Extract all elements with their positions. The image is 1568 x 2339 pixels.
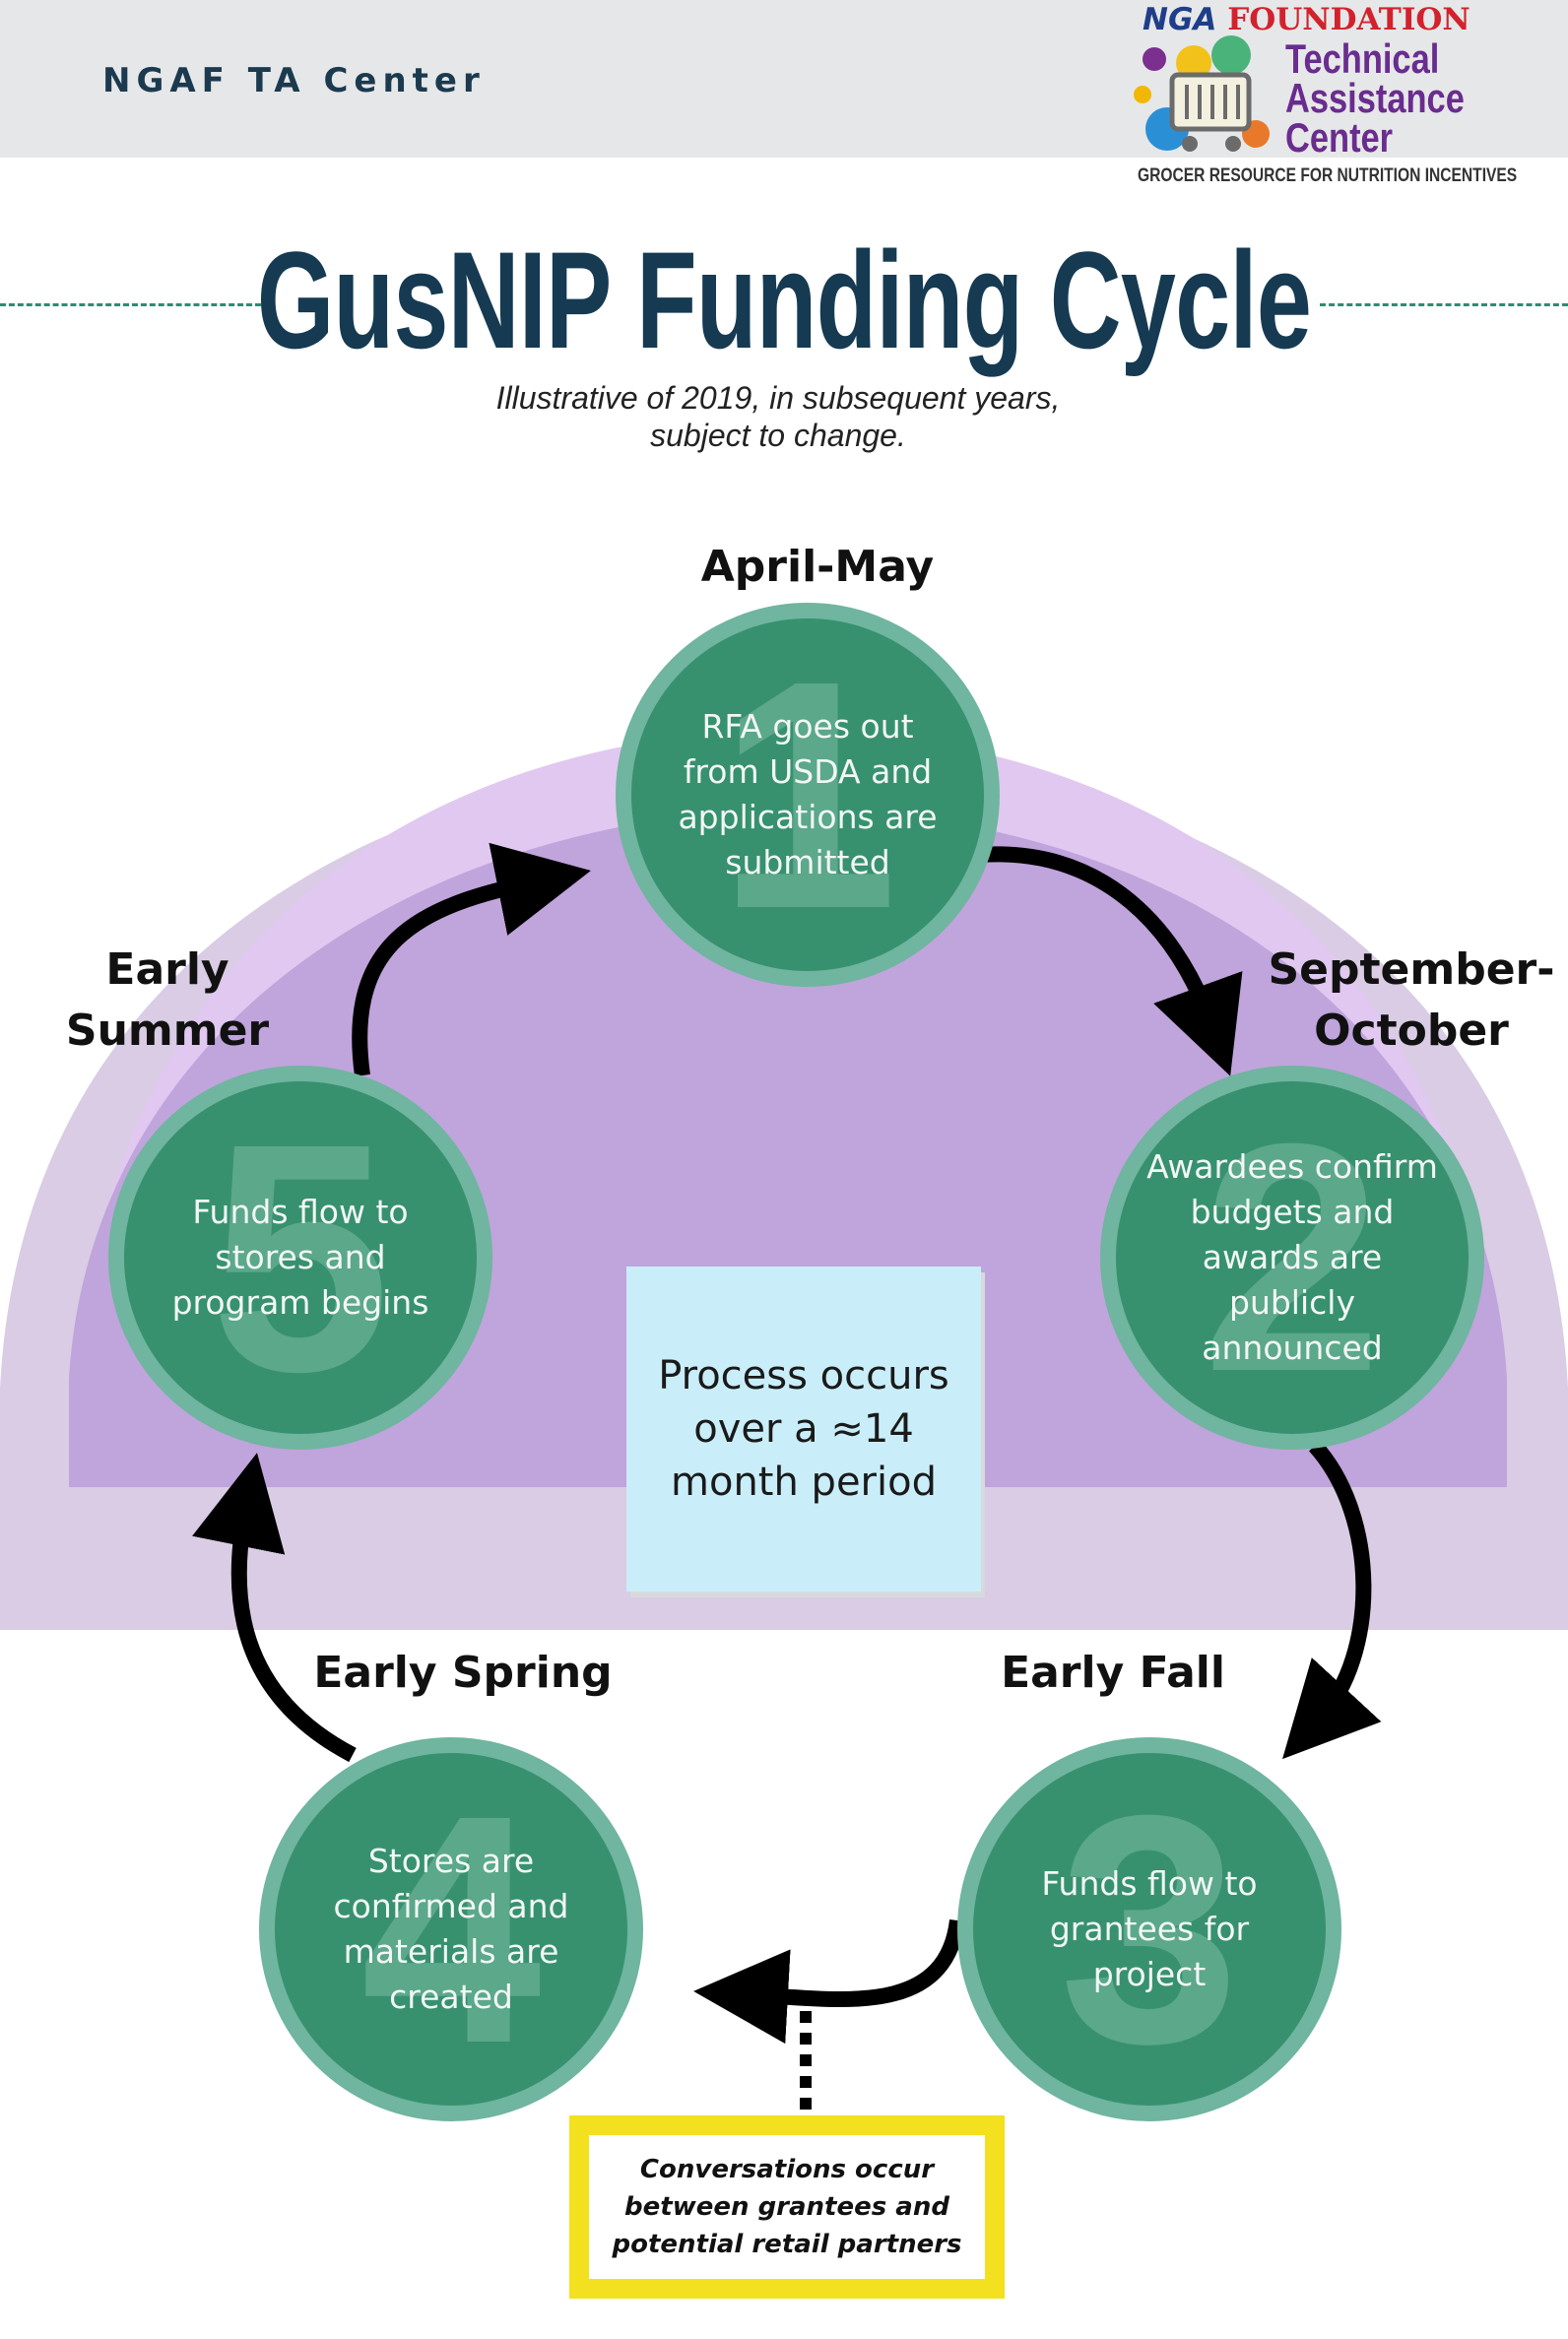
logo-line-assistance: Assistance [1285, 75, 1465, 121]
stage-5-label-line-1: Early [105, 944, 229, 995]
logo-tagline: GROCER RESOURCE FOR NUTRITION INCENTIVES [1138, 165, 1518, 186]
page-subtitle: Illustrative of 2019, in subsequent year… [433, 379, 1123, 454]
stage-5-node: 5 Funds flow to stores and program begin… [108, 1066, 492, 1450]
nga-foundation-logo: NGA FOUNDATION Technical Assistance Cent… [1133, 0, 1517, 197]
logo-line-center: Center [1285, 114, 1394, 161]
center-note-text: Process occurs over a ≈14 month period [658, 1353, 949, 1505]
stage-2-label: September- October [1249, 940, 1568, 1062]
stage-5-label: Early Summer [49, 940, 286, 1062]
stage-1-text: RFA goes out from USDA and applications … [678, 707, 938, 881]
stage-3-number: 3 [1059, 1747, 1240, 2111]
stage-5-label-line-2: Summer [65, 1006, 270, 1056]
stage-3-label: Early Fall [1001, 1648, 1225, 1698]
logo-nga: NGA [1143, 2, 1217, 37]
stage-1-number: 1 [717, 613, 898, 976]
stage-2-text: Awardees confirm budgets and awards are … [1146, 1147, 1438, 1367]
stage-5-number: 5 [210, 1075, 391, 1439]
stage-5-text: Funds flow to stores and program begins [171, 1193, 429, 1322]
subtitle-line-1: Illustrative of 2019, in subsequent year… [495, 380, 1061, 416]
arrow-3-to-4 [693, 1918, 965, 2045]
stage-2-number: 2 [1202, 1075, 1383, 1439]
title-divider-left [0, 303, 261, 306]
arrow-4-to-5 [192, 1453, 357, 1763]
stage-4-node: 4 Stores are confirmed and materials are… [259, 1737, 643, 2121]
header-bar [0, 0, 1568, 158]
conversation-callout: Conversations occur between grantees and… [569, 2115, 1005, 2299]
subtitle-line-2: subject to change. [650, 418, 906, 453]
stage-2-label-line-1: September- [1268, 944, 1555, 995]
logo-line-technical: Technical [1285, 35, 1440, 82]
arrow-1-to-2 [979, 846, 1243, 1076]
stage-3-node: 3 Funds flow to grantees for project [957, 1737, 1341, 2121]
stage-2-node: 2 Awardees confirm budgets and awards ar… [1100, 1066, 1484, 1450]
title-divider-right [1320, 303, 1568, 306]
shopping-cart-icon [1134, 35, 1270, 152]
stage-1-label: April-May [700, 542, 935, 592]
arrow-2-to-3 [1282, 1440, 1382, 1760]
logo-wordmark: NGA FOUNDATION [1143, 2, 1470, 37]
header-org-label: NGAF TA Center [102, 61, 486, 100]
logo-foundation: FOUNDATION [1227, 2, 1470, 37]
center-note: Process occurs over a ≈14 month period [626, 1267, 981, 1592]
page-title: GusNIP Funding Cycle [256, 223, 1312, 377]
callout-text: Conversations occur between grantees and… [612, 2155, 962, 2259]
stage-3-text: Funds flow to grantees for project [1041, 1864, 1258, 1993]
arrow-5-to-1 [352, 842, 591, 1077]
stage-4-number: 4 [360, 1747, 542, 2111]
stage-1-node: 1 RFA goes out from USDA and application… [616, 603, 1000, 987]
stage-4-text: Stores are confirmed and materials are c… [333, 1842, 569, 2016]
stage-4-label: Early Spring [313, 1648, 613, 1698]
stage-2-label-line-2: October [1314, 1006, 1509, 1056]
